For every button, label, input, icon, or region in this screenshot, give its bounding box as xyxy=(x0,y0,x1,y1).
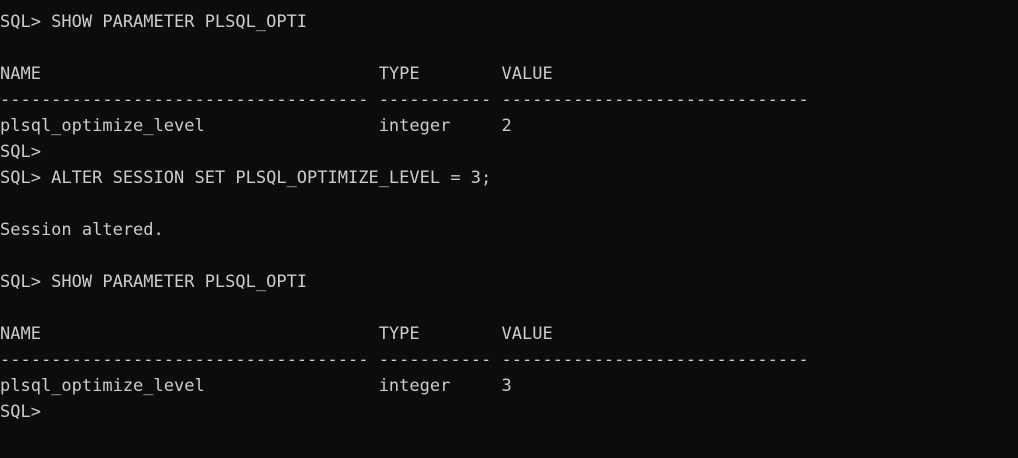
blank-line xyxy=(0,243,1018,269)
blank-line xyxy=(0,191,1018,217)
prompt-line: SQL> xyxy=(0,142,41,162)
result-header: NAME TYPE VALUE xyxy=(0,324,553,344)
result-header: NAME TYPE VALUE xyxy=(0,64,553,84)
blank-line xyxy=(0,295,1018,321)
command-line: SQL> SHOW PARAMETER PLSQL_OPTI xyxy=(0,12,308,32)
result-separator: ------------------------------------ ---… xyxy=(0,90,809,110)
result-row: plsql_optimize_level integer 3 xyxy=(0,376,512,396)
result-row: plsql_optimize_level integer 2 xyxy=(0,116,512,136)
prompt-line[interactable]: SQL> xyxy=(0,402,41,422)
command-line: SQL> SHOW PARAMETER PLSQL_OPTI xyxy=(0,272,308,292)
result-separator: ------------------------------------ ---… xyxy=(0,350,809,370)
blank-line xyxy=(0,35,1018,61)
command-line: SQL> ALTER SESSION SET PLSQL_OPTIMIZE_LE… xyxy=(0,168,492,188)
status-message: Session altered. xyxy=(0,220,164,240)
